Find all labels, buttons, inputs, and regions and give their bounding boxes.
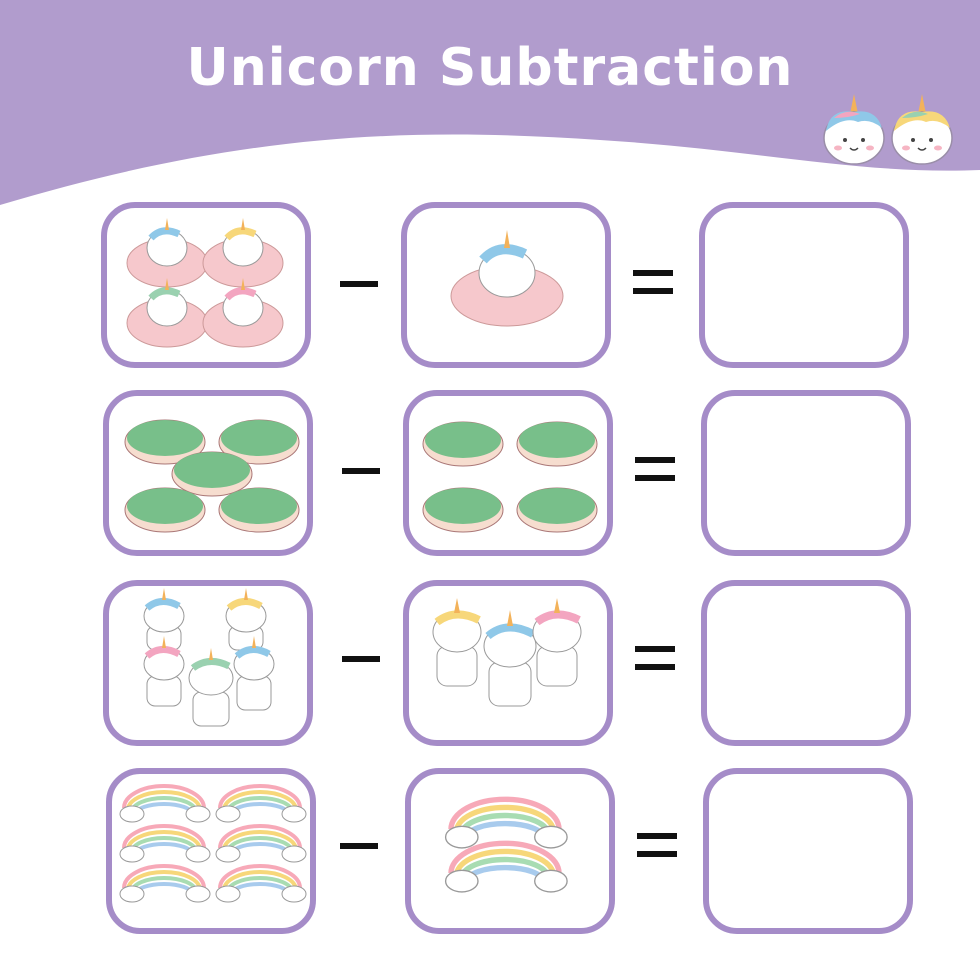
- sitting-unicorn: [188, 648, 234, 727]
- green-donut: [422, 421, 504, 467]
- row1-left-box: [101, 202, 311, 368]
- row1-equals-top: [633, 270, 673, 276]
- rainbow-cloud: [118, 864, 212, 904]
- green-donut: [124, 419, 206, 465]
- unicorn-donut-single: [450, 230, 564, 327]
- unicorn-donut-2: [202, 218, 284, 288]
- rainbow-cloud: [214, 824, 308, 864]
- green-donut: [516, 487, 598, 533]
- row3-minus-sign: [342, 656, 380, 662]
- sitting-unicorn: [233, 636, 275, 711]
- green-donut: [516, 421, 598, 467]
- row2-left-box: [103, 390, 313, 556]
- row3-equals-top: [635, 646, 675, 652]
- row2-equals-top: [635, 457, 675, 463]
- row2-minus-sign: [342, 468, 380, 474]
- row2-right-illustration: [422, 421, 598, 533]
- row4-answer-box[interactable]: [703, 768, 913, 934]
- page-title: Unicorn Subtraction: [186, 38, 794, 98]
- row4-left-box: [106, 768, 316, 934]
- green-donut: [218, 487, 300, 533]
- row1-answer-box[interactable]: [699, 202, 909, 368]
- unicorn-donut-1: [126, 218, 208, 288]
- sitting-unicorn: [225, 588, 267, 651]
- rainbow-cloud: [214, 784, 308, 824]
- row1-left-illustration: [126, 218, 284, 348]
- row3-right-illustration: [432, 598, 582, 707]
- row1-minus-sign: [340, 281, 378, 287]
- green-donut: [218, 419, 300, 465]
- rainbow-cloud: [446, 843, 567, 892]
- row1-equals-bottom: [633, 288, 673, 294]
- row4-left-illustration: [118, 784, 308, 904]
- row1-right-box: [401, 202, 611, 368]
- green-donut: [171, 451, 253, 497]
- sitting-unicorn: [483, 610, 537, 707]
- header-banner: [0, 0, 980, 205]
- unicorn-heads-decoration: [823, 94, 953, 165]
- row4-equals-bottom: [637, 851, 677, 857]
- row4-equals-top: [637, 833, 677, 839]
- row2-equals-bottom: [635, 475, 675, 481]
- rainbow-cloud: [214, 864, 308, 904]
- rainbow-cloud: [118, 824, 212, 864]
- row4-right-illustration: [411, 774, 609, 928]
- row1-right-illustration: [450, 230, 564, 327]
- rainbow-cloud: [118, 784, 212, 824]
- row3-equals-bottom: [635, 664, 675, 670]
- row2-right-box: [403, 390, 613, 556]
- green-donut: [124, 487, 206, 533]
- row2-left-illustration: [124, 419, 300, 533]
- sitting-unicorn: [432, 598, 482, 687]
- row3-left-illustration: [143, 588, 275, 727]
- green-donut: [422, 487, 504, 533]
- row4-minus-sign: [340, 843, 378, 849]
- unicorn-donut-4: [202, 278, 284, 348]
- row3-left-box: [103, 580, 313, 746]
- sitting-unicorn: [532, 598, 582, 687]
- row3-right-box: [403, 580, 613, 746]
- sitting-unicorn: [143, 636, 185, 707]
- row4-right-box: [405, 768, 615, 934]
- row2-answer-box[interactable]: [701, 390, 911, 556]
- row3-answer-box[interactable]: [701, 580, 911, 746]
- unicorn-donut-3: [126, 278, 208, 348]
